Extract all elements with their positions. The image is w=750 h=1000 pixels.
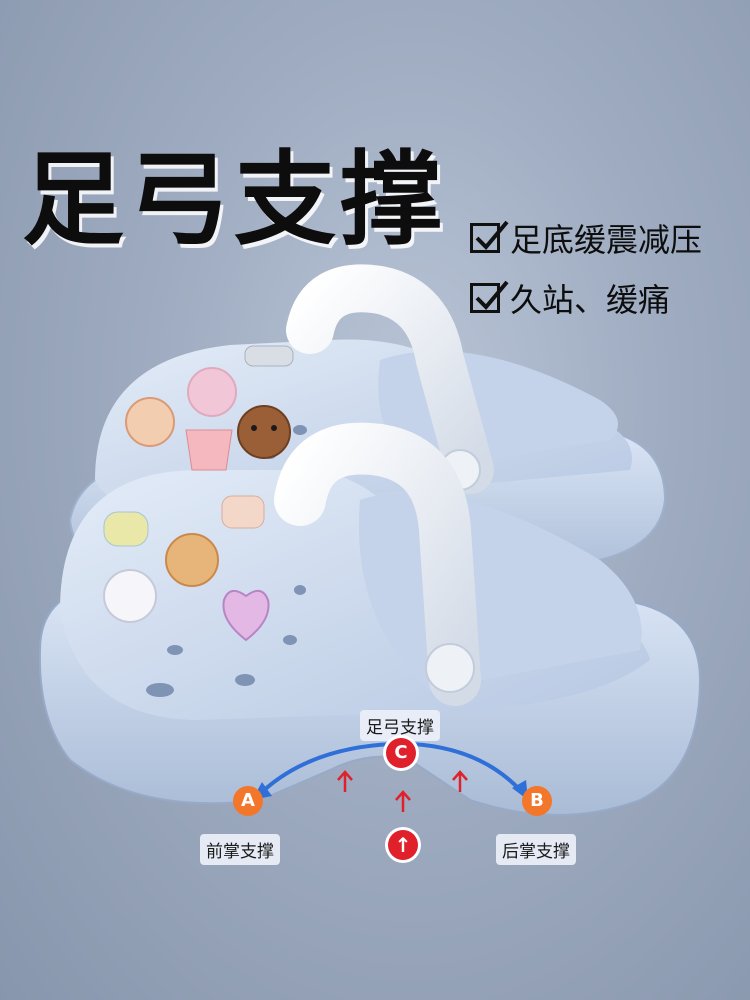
front-strap-rivet [425,643,475,693]
white-bear-charm-icon [103,569,157,623]
heel-support-label: 后掌支撑 [496,834,576,865]
front-clog-strap [274,422,481,706]
arch-support-label: 足弓支撑 [360,710,440,741]
feature-list: 足底缓震减压 久站、缓痛 [470,212,702,332]
teddy-charm-icon [165,533,219,587]
shoe-charms [103,345,294,642]
arrow-up-icon: ↑ [388,830,418,860]
feature-item: 久站、缓痛 [470,272,702,324]
marker-a: A [233,786,263,816]
arrow-up-icon [337,770,353,792]
bunny-charm-icon [187,367,237,417]
feature-text: 足底缓震减压 [510,221,703,259]
macaron-charm-icon [103,511,149,547]
feature-text: 久站、缓痛 [510,281,671,319]
back-clog-strap [286,264,494,494]
arch-arc-right [411,742,522,792]
arch-arc-left [260,742,393,794]
checkbox-checked-icon [470,220,509,253]
front-clog-vents [133,585,306,697]
marker-b: B [522,786,552,816]
silver-charm-icon [244,345,294,367]
heart-charm-icon [222,589,270,642]
forefoot-support-label: 前掌支撑 [200,834,280,865]
front-clog [38,422,702,816]
headline-title: 足弓支撑 [22,141,446,260]
checkbox-checked-icon [470,280,509,313]
brown-bear-charm-icon [237,405,291,459]
arrow-up-icon [452,770,468,792]
arrow-up-icon [395,790,411,812]
feature-item: 足底缓震减压 [470,212,702,264]
dress-charm-icon [185,429,233,471]
girl-charm-icon [125,397,175,447]
marker-c: C [386,738,416,768]
cookie-charm-icon [221,495,265,529]
